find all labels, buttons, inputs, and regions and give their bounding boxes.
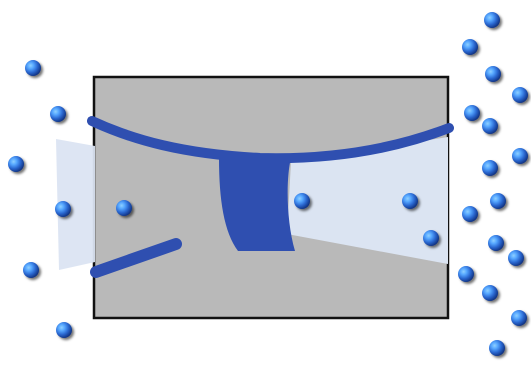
particle-dot xyxy=(458,266,474,282)
particle-dot xyxy=(511,310,527,326)
particle xyxy=(482,118,498,134)
particle-dot xyxy=(489,340,505,356)
particle-dot xyxy=(50,106,66,122)
particle-dot xyxy=(116,200,132,216)
particle-dot xyxy=(482,118,498,134)
particle xyxy=(423,230,439,246)
particle-dot xyxy=(512,87,528,103)
particle xyxy=(294,193,310,209)
particle-dot xyxy=(490,193,506,209)
particle xyxy=(482,160,498,176)
particle xyxy=(511,310,527,326)
particle xyxy=(116,200,132,216)
particle-dot xyxy=(294,193,310,209)
particle-dot xyxy=(462,206,478,222)
particle xyxy=(458,266,474,282)
particle-dot xyxy=(56,322,72,338)
particle xyxy=(8,156,24,172)
central-block xyxy=(219,158,295,251)
particle xyxy=(512,148,528,164)
particle-dot xyxy=(482,160,498,176)
particle xyxy=(56,322,72,338)
particle xyxy=(464,105,480,121)
particle xyxy=(490,193,506,209)
diagram-structure xyxy=(56,77,449,318)
particle xyxy=(462,39,478,55)
particle-dot xyxy=(402,193,418,209)
particle xyxy=(462,206,478,222)
particle-dot xyxy=(464,105,480,121)
particle xyxy=(23,262,39,278)
particle xyxy=(485,66,501,82)
particle xyxy=(489,340,505,356)
particle-dot xyxy=(55,201,71,217)
particle-dot xyxy=(512,148,528,164)
particle-dot xyxy=(423,230,439,246)
particle xyxy=(484,12,500,28)
particle xyxy=(50,106,66,122)
particle xyxy=(482,285,498,301)
particle-dot xyxy=(462,39,478,55)
particle-dot xyxy=(8,156,24,172)
particle-dot xyxy=(25,60,41,76)
particle-dot xyxy=(485,66,501,82)
particle-dot xyxy=(23,262,39,278)
particle xyxy=(25,60,41,76)
particle xyxy=(488,235,504,251)
particle xyxy=(55,201,71,217)
particle xyxy=(402,193,418,209)
particle-dot xyxy=(484,12,500,28)
particle xyxy=(512,87,528,103)
particle-dot xyxy=(508,250,524,266)
particle xyxy=(508,250,524,266)
particle-dot xyxy=(482,285,498,301)
particle-dot xyxy=(488,235,504,251)
